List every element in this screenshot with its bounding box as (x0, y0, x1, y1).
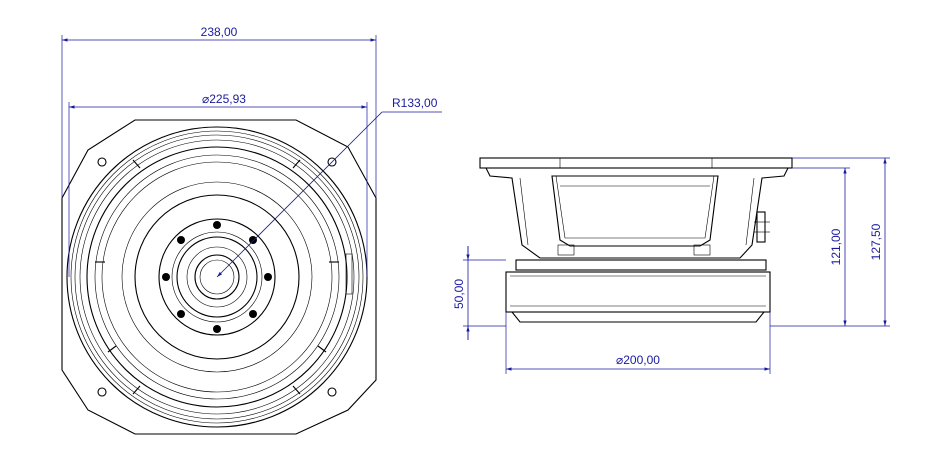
surround-ring (74, 134, 360, 420)
flange (479, 157, 793, 169)
bolt-icon (264, 273, 272, 281)
bolt-icon (249, 310, 257, 318)
terminal-block (345, 253, 353, 295)
pole-ring (171, 231, 263, 323)
basket-tab (693, 244, 711, 256)
cone-ring (94, 154, 340, 400)
dust-cap (194, 254, 240, 300)
side-dimensions: 50,00 121,00 127,50 ⌀200,00 (452, 157, 890, 374)
dim-basket-radius: R133,00 (392, 96, 438, 110)
mounting-hole-bottom-right (327, 387, 337, 397)
bolt-icon (213, 325, 221, 333)
dim-magnet-diameter: ⌀200,00 (616, 353, 660, 367)
magnet (505, 271, 771, 313)
bolt-icon (177, 310, 185, 318)
terminal-post (756, 211, 766, 243)
surround-ring (79, 139, 355, 415)
cone-window (551, 175, 719, 247)
back-plate (511, 311, 765, 323)
dim-overall-width: 238,00 (201, 25, 238, 39)
top-plate (515, 259, 767, 271)
mounting-hole-top-right (327, 157, 337, 167)
side-view (479, 157, 793, 323)
voice-coil-ring (176, 236, 258, 318)
dim-magnet-height: 50,00 (452, 279, 466, 309)
basket-tab (557, 244, 575, 256)
magnet-outer-ring (134, 194, 300, 360)
basket-outline (485, 167, 789, 259)
dim-depth-to-flange: 121,00 (829, 228, 843, 265)
basket-ribs (95, 159, 339, 395)
dim-overall-depth: 127,50 (869, 223, 883, 260)
cone-ring (101, 161, 333, 393)
mounting-hole-top-left (97, 157, 107, 167)
dim-cone-diameter: ⌀225,93 (202, 92, 246, 106)
dim-leader-basket-radius (216, 111, 383, 278)
surround-ring (70, 130, 364, 424)
dust-cap-ring (186, 246, 248, 308)
cone-outer-ring (86, 146, 348, 408)
dust-cap-inner (199, 259, 235, 295)
front-view (61, 119, 377, 435)
magnet-bolts (162, 221, 272, 333)
mounting-hole-bottom-left (97, 387, 107, 397)
bolt-icon (249, 236, 257, 244)
front-frame-outline (61, 119, 377, 435)
bolt-icon (162, 273, 170, 281)
cone-ring (121, 181, 313, 373)
pole-plate-ring (158, 218, 276, 336)
bolt-icon (177, 236, 185, 244)
bolt-icon (213, 221, 221, 229)
front-dimensions: 238,00 ⌀225,93 R133,00 (61, 25, 442, 278)
